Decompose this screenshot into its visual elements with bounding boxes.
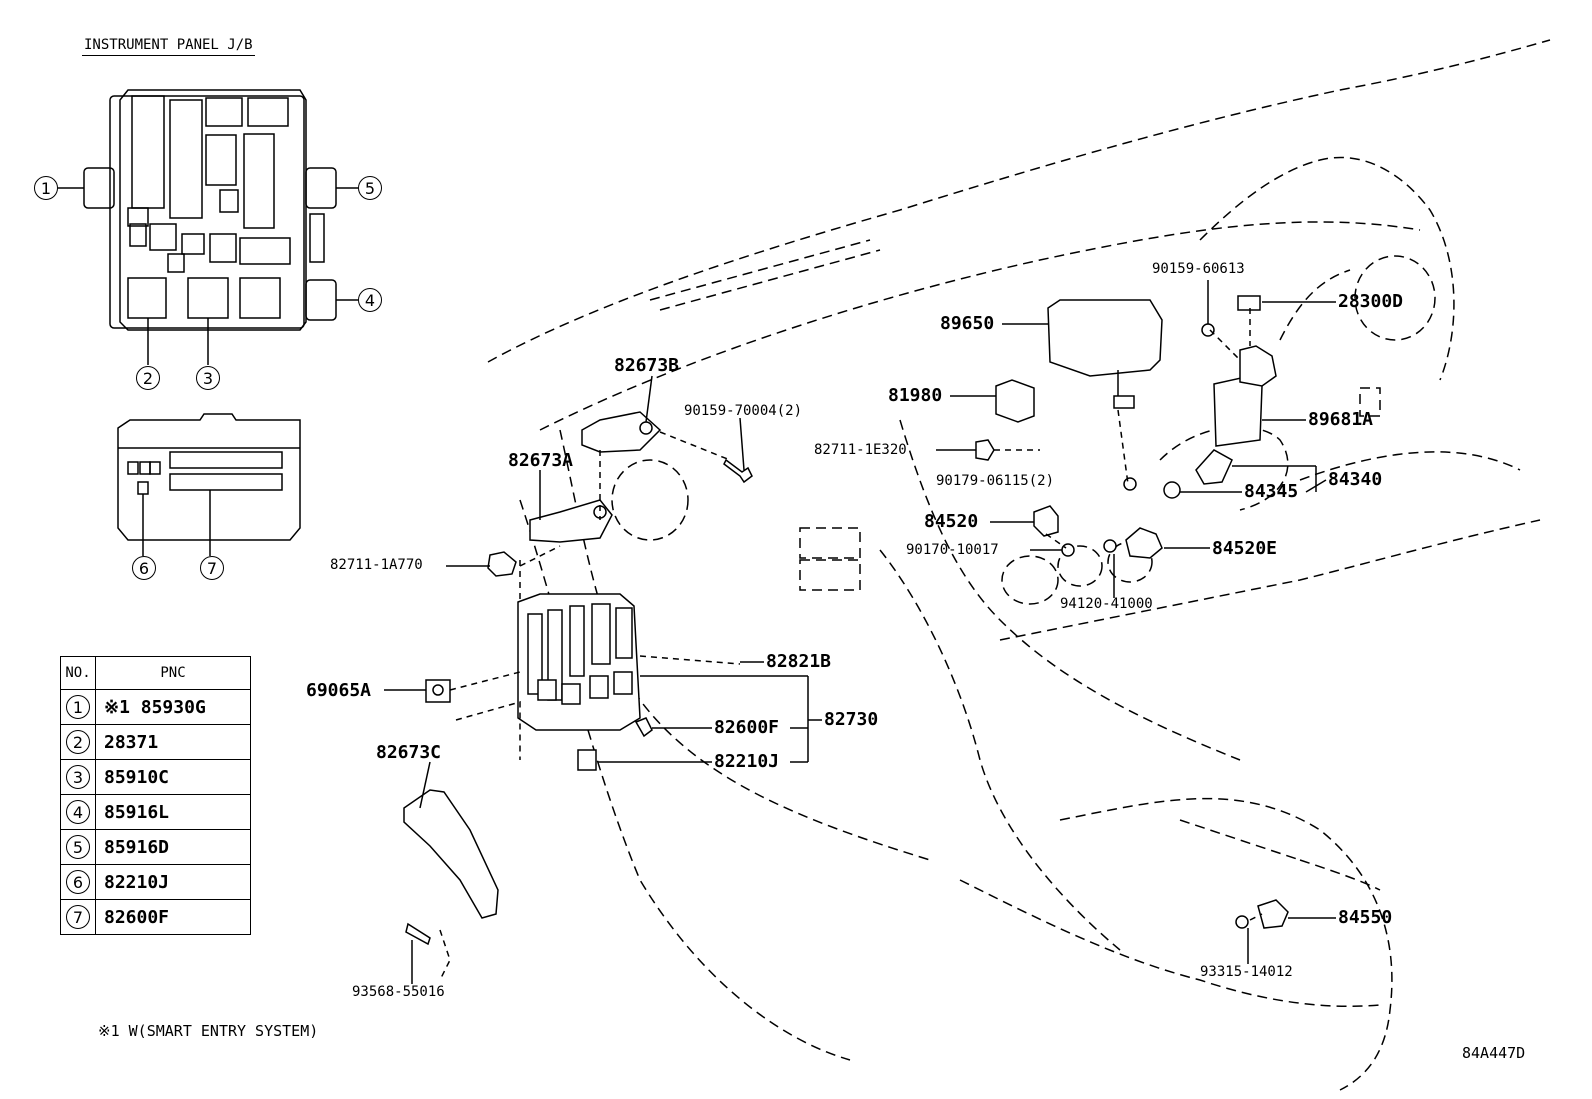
part-label-84520E: 84520E — [1212, 538, 1278, 559]
row-pnc: 82210J — [95, 864, 251, 900]
part-label-90179-06115: 90179-06115(2) — [936, 473, 1055, 489]
junction-block-top-view — [58, 89, 358, 365]
part-label-84550: 84550 — [1338, 907, 1393, 928]
pnc-table: NO. PNC 1 ※1 85930G 2 28371 3 85910C 4 8… — [60, 656, 251, 935]
part-label-90159-60613: 90159-60613 — [1152, 261, 1245, 277]
part-label-82673B: 82673B — [614, 355, 680, 376]
parts-shapes — [403, 295, 1289, 946]
row-number: 4 — [66, 800, 90, 824]
part-label-69065A: 69065A — [306, 680, 372, 701]
part-label-93315-14012: 93315-14012 — [1200, 964, 1293, 980]
table-row: 2 28371 — [60, 724, 251, 760]
part-label-28300D: 28300D — [1338, 291, 1404, 312]
row-number: 3 — [66, 765, 90, 789]
part-label-82711-1E320: 82711-1E320 — [814, 442, 907, 458]
part-label-93568-55016: 93568-55016 — [352, 984, 445, 1000]
row-pnc: 85916L — [95, 794, 251, 830]
part-label-82673A: 82673A — [508, 450, 574, 471]
callout-2: 2 — [136, 366, 160, 390]
part-label-89650: 89650 — [940, 313, 995, 334]
table-row: 5 85916D — [60, 829, 251, 865]
table-row: 6 82210J — [60, 864, 251, 900]
row-pnc: 85916D — [95, 829, 251, 865]
callout-5: 5 — [358, 176, 382, 200]
diagram-title: INSTRUMENT PANEL J/B — [82, 38, 255, 56]
table-row: 7 82600F — [60, 899, 251, 935]
callout-3: 3 — [196, 366, 220, 390]
row-pnc: 82600F — [95, 899, 251, 935]
row-number: 2 — [66, 730, 90, 754]
part-label-90159-70004: 90159-70004(2) — [684, 403, 803, 419]
part-label-84345: 84345 — [1244, 481, 1299, 502]
callout-4: 4 — [358, 288, 382, 312]
callout-6: 6 — [132, 556, 156, 580]
callout-1: 1 — [34, 176, 58, 200]
callout-7: 7 — [200, 556, 224, 580]
guide-dashed-lines — [439, 308, 1263, 981]
part-label-94120-41000: 94120-41000 — [1060, 596, 1153, 612]
row-number: 7 — [66, 905, 90, 929]
diagram-code: 84A447D — [1462, 1044, 1526, 1062]
part-label-82730: 82730 — [824, 709, 879, 730]
row-number: 5 — [66, 835, 90, 859]
part-label-82711-1A770: 82711-1A770 — [330, 557, 423, 573]
row-pnc: 85910C — [95, 759, 251, 795]
table-header-pnc: PNC — [95, 656, 251, 690]
row-pnc: 28371 — [95, 724, 251, 760]
table-row: 3 85910C — [60, 759, 251, 795]
dashboard-outline — [487, 39, 1551, 1091]
row-pnc: ※1 85930G — [95, 689, 251, 725]
table-row: 1 ※1 85930G — [60, 689, 251, 725]
part-label-84520: 84520 — [924, 511, 979, 532]
row-number: 6 — [66, 870, 90, 894]
footnote: ※1 W(SMART ENTRY SYSTEM) — [98, 1022, 319, 1040]
part-label-81980: 81980 — [888, 385, 943, 406]
leader-lines — [384, 280, 1336, 984]
part-label-89681A: 89681A — [1308, 409, 1374, 430]
part-label-82600F: 82600F — [714, 717, 780, 738]
table-row: 4 85916L — [60, 794, 251, 830]
part-label-90170-10017: 90170-10017 — [906, 542, 999, 558]
table-header-no: NO. — [60, 656, 96, 690]
part-label-82821B: 82821B — [766, 651, 832, 672]
part-label-82673C: 82673C — [376, 742, 442, 763]
row-number: 1 — [66, 695, 90, 719]
junction-block-side-view — [117, 413, 301, 556]
part-label-84340: 84340 — [1328, 469, 1383, 490]
part-label-82210J: 82210J — [714, 751, 780, 772]
